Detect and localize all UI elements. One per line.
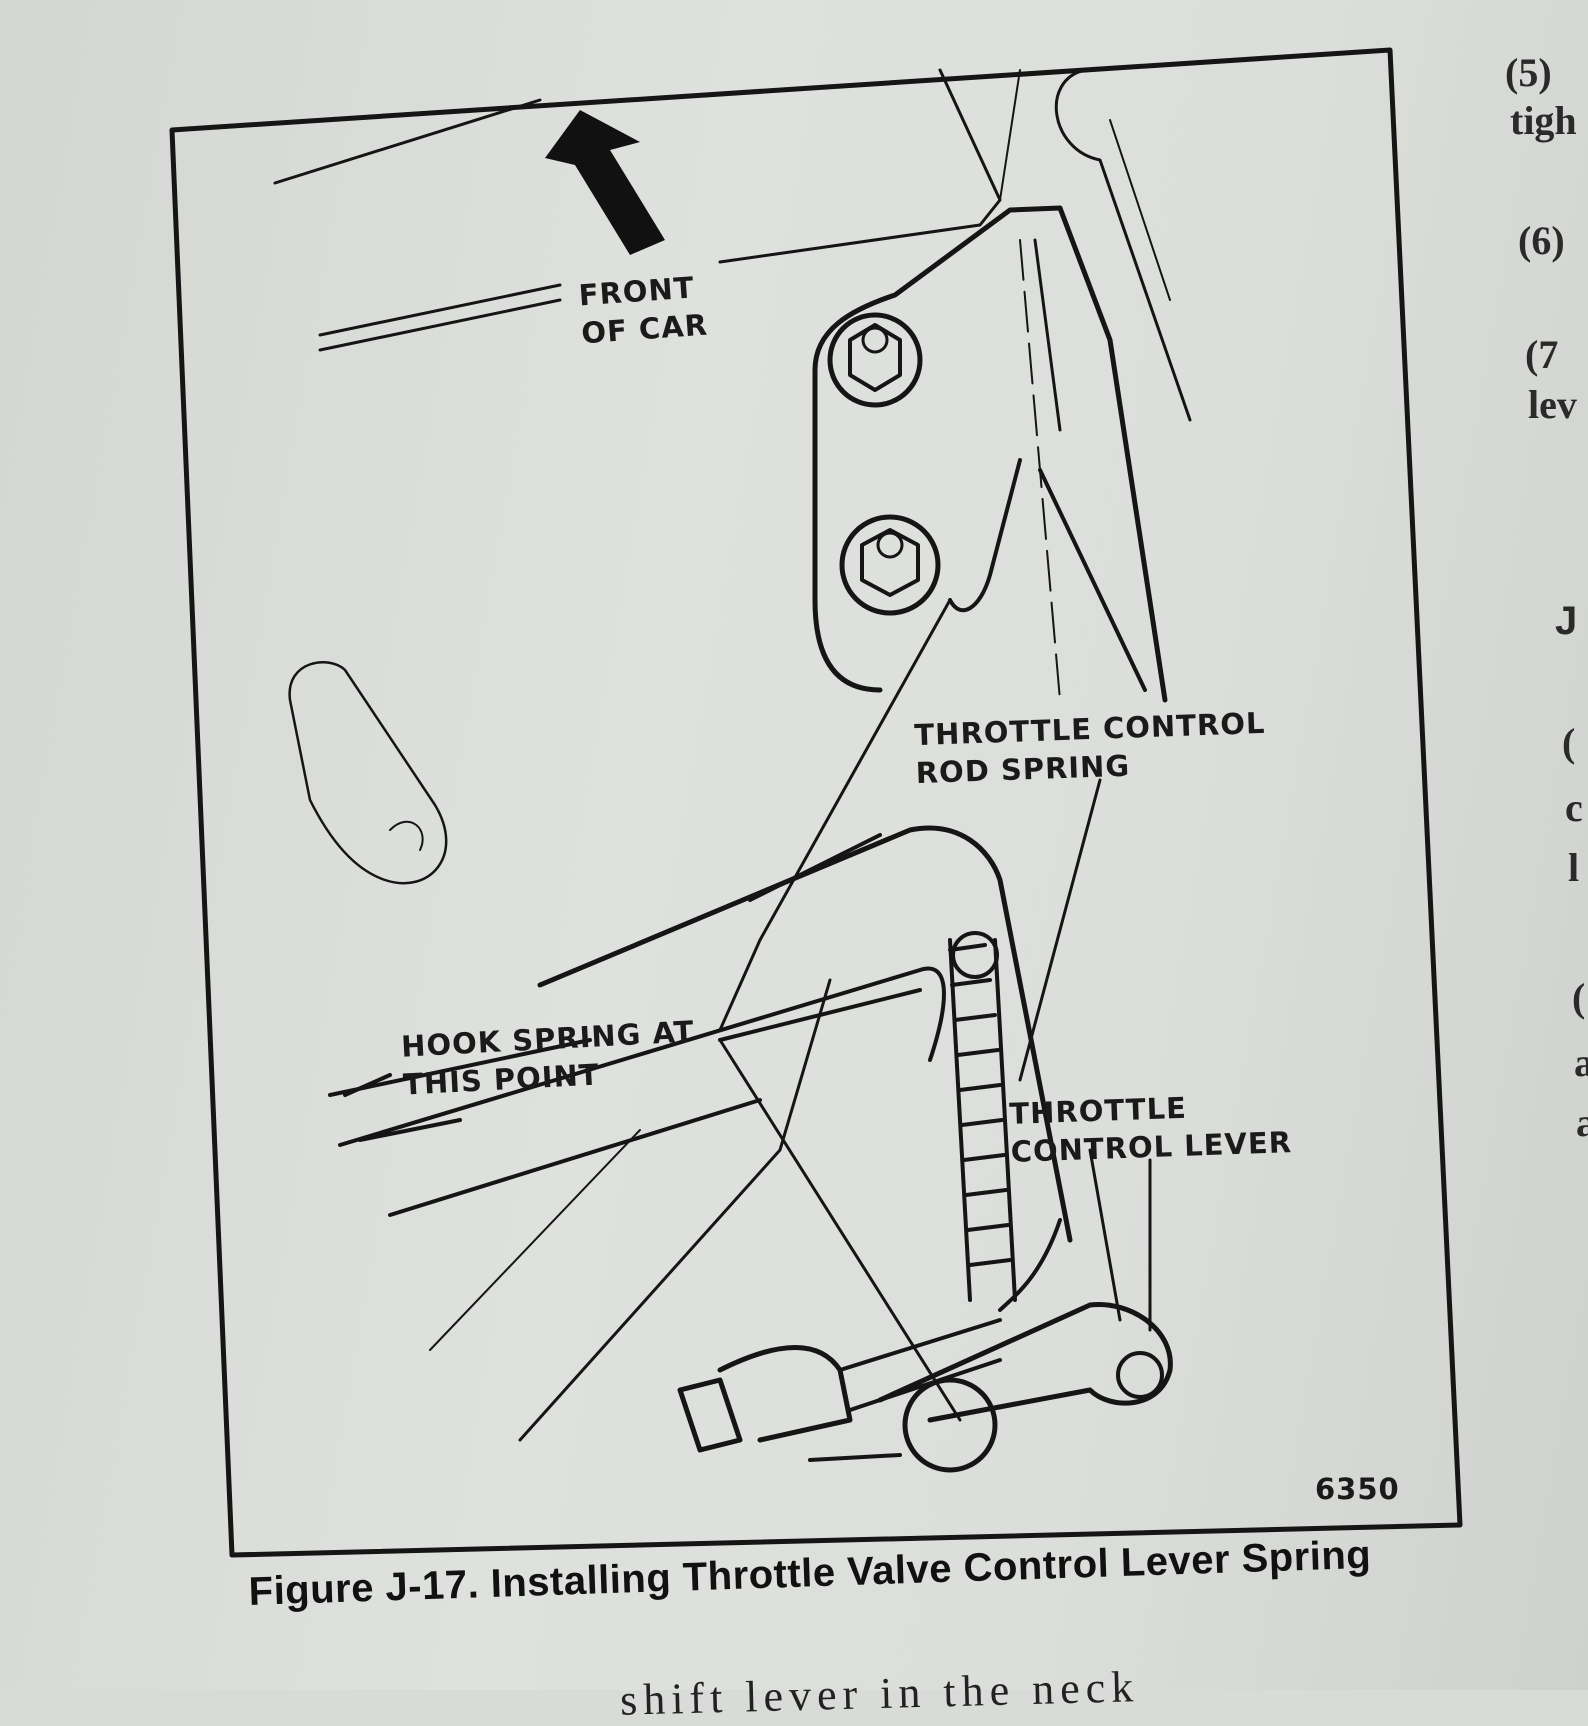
lower-fitting-nut	[902, 1377, 998, 1473]
side-text-7: (7	[1525, 332, 1559, 377]
label-throttle-control-lever: THROTTLE CONTROL LEVER	[1008, 1090, 1293, 1169]
figure-frame	[169, 47, 1463, 1558]
side-text-5: (5)	[1505, 50, 1552, 95]
side-text-a-2: a	[1576, 1100, 1588, 1145]
label-front-of-car: FRONT OF CAR	[577, 270, 709, 351]
side-text-paren: (	[1562, 720, 1576, 765]
throttle-diagram	[169, 47, 1463, 1558]
label-throttle-control-rod-spring: THROTTLE CONTROL ROD SPRING	[913, 705, 1266, 791]
throttle-rod-spring	[948, 931, 1017, 1302]
side-text-tigh: tigh	[1510, 98, 1577, 143]
side-text-6: (6)	[1518, 218, 1565, 263]
side-text-heading-j: J	[1555, 599, 1578, 643]
label-hook-spring-point: HOOK SPRING AT THIS POINT	[400, 1014, 696, 1102]
side-text-paren-2: (	[1572, 975, 1586, 1020]
side-text-c: c	[1565, 785, 1583, 830]
side-text-lev: lev	[1528, 382, 1577, 427]
side-text-l: l	[1568, 845, 1580, 890]
side-text-a: a	[1574, 1040, 1588, 1085]
lower-nut	[839, 514, 941, 616]
figure-number: 6350	[1315, 1472, 1400, 1506]
front-arrow-icon	[545, 110, 665, 255]
upper-nut	[827, 312, 923, 408]
